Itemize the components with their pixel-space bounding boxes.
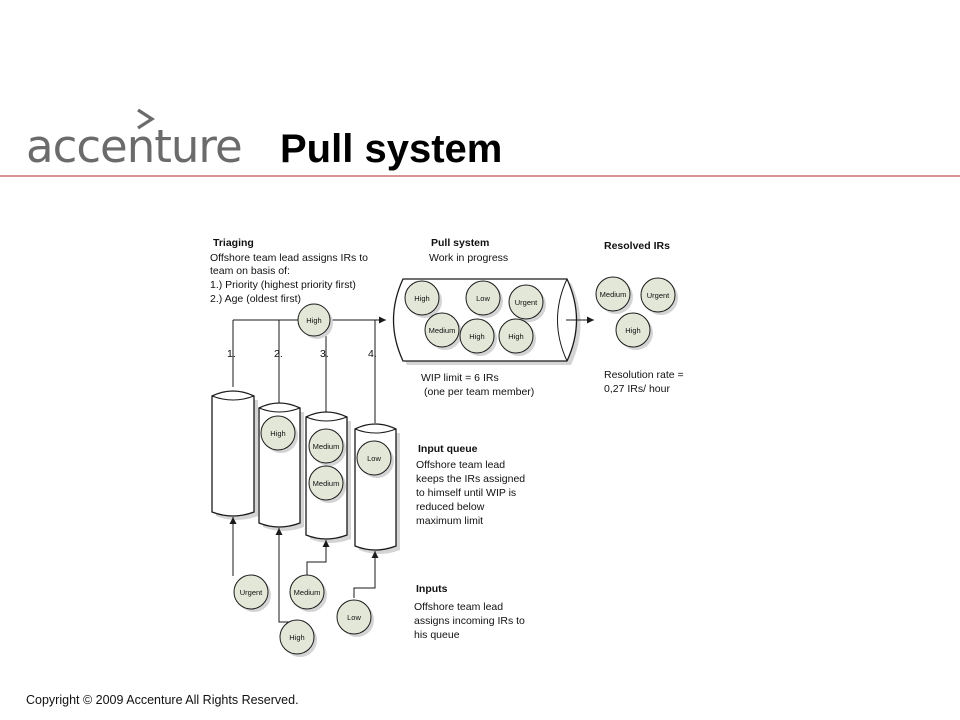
queue-item-circle: Low <box>356 440 394 478</box>
item-label: Low <box>476 294 490 303</box>
item-label: Medium <box>294 588 321 597</box>
column-label-3: 3. <box>320 348 329 360</box>
item-label: High <box>508 332 523 341</box>
copyright: Copyright © 2009 Accenture All Rights Re… <box>26 693 299 707</box>
wip-item-circle: High <box>459 318 497 356</box>
item-label: Medium <box>313 442 340 451</box>
queue-item-circle: Medium <box>308 465 346 503</box>
item-label: Medium <box>313 479 340 488</box>
queue-item-circle: Medium <box>308 428 346 466</box>
input-queue-block: Input queue Offshore team lead keeps the… <box>416 443 525 527</box>
input-queue-heading: Input queue <box>418 443 478 455</box>
wip-limit-line: WIP limit = 6 IRs <box>421 372 499 384</box>
accenture-logo: accenture <box>26 108 243 173</box>
logo-chevron-icon <box>137 108 155 130</box>
resolution-rate-line: 0,27 IRs/ hour <box>604 383 670 395</box>
queue-item-circle: High <box>260 415 298 453</box>
wip-item-circle: Urgent <box>508 284 546 322</box>
wip-item-circle: Low <box>465 280 503 318</box>
triaging-line: Offshore team lead assigns IRs to <box>210 252 368 264</box>
inputs-line: assigns incoming IRs to <box>414 615 525 627</box>
triaging-heading: Triaging <box>213 237 254 249</box>
triaging-block: Triaging Offshore team lead assigns IRs … <box>210 237 368 305</box>
item-label: Low <box>367 454 381 463</box>
item-label: Urgent <box>515 298 538 307</box>
input-arrow-4 <box>353 551 379 598</box>
wip-item-circle: High <box>404 280 442 318</box>
page-title: Pull system <box>280 127 502 171</box>
input-queue-line: keeps the IRs assigned <box>416 473 525 485</box>
input-queue-line: maximum limit <box>416 515 483 527</box>
item-label: High <box>625 326 640 335</box>
resolved-heading: Resolved IRs <box>604 240 670 252</box>
item-label: Medium <box>600 290 627 299</box>
input-arrow-3 <box>306 540 330 576</box>
item-label: Urgent <box>240 588 263 597</box>
wip-limit-line: (one per team member) <box>424 386 534 398</box>
item-label: High <box>414 294 429 303</box>
triaging-line: team on basis of: <box>210 265 290 277</box>
triage-item-circle: High <box>297 303 333 339</box>
input-queue-line: to himself until WIP is <box>416 487 516 499</box>
svg-text:High: High <box>306 316 321 325</box>
wip-item-circle: Medium <box>424 312 462 350</box>
input-item-circle: High <box>279 619 317 657</box>
triaging-line: 2.) Age (oldest first) <box>210 293 301 305</box>
pull-system-subheading: Work in progress <box>429 252 508 264</box>
column-label-4: 4. <box>368 348 377 360</box>
triaging-line: 1.) Priority (highest priority first) <box>210 279 356 291</box>
item-label: High <box>270 429 285 438</box>
item-label: High <box>289 633 304 642</box>
item-label: Medium <box>429 326 456 335</box>
wip-item-circle: High <box>498 318 536 356</box>
column-label-2: 2. <box>274 348 283 360</box>
input-item-circle: Urgent <box>233 574 271 612</box>
column-label-1: 1. <box>227 348 236 360</box>
resolution-rate-line: Resolution rate = <box>604 369 684 381</box>
brand-name: accenture <box>26 120 242 173</box>
input-item-circle: Low <box>336 599 374 637</box>
queue-cylinder-1 <box>211 390 258 520</box>
resolved-item-circle: High <box>615 312 653 350</box>
resolved-item-circle: Urgent <box>640 277 678 315</box>
inputs-line: his queue <box>414 629 460 641</box>
inputs-heading: Inputs <box>416 583 448 595</box>
inputs-line: Offshore team lead <box>414 601 503 613</box>
input-queue-line: Offshore team lead <box>416 459 505 471</box>
input-queue-line: reduced below <box>416 501 485 513</box>
resolved-item-circle: Medium <box>595 276 633 314</box>
pull-system-heading: Pull system <box>431 237 489 249</box>
input-item-circle: Medium <box>289 574 327 612</box>
item-label: Low <box>347 613 361 622</box>
item-label: High <box>469 332 484 341</box>
inputs-block: Inputs Offshore team lead assigns incomi… <box>414 583 525 641</box>
input-arrow-2 <box>275 528 297 623</box>
item-label: Urgent <box>647 291 670 300</box>
